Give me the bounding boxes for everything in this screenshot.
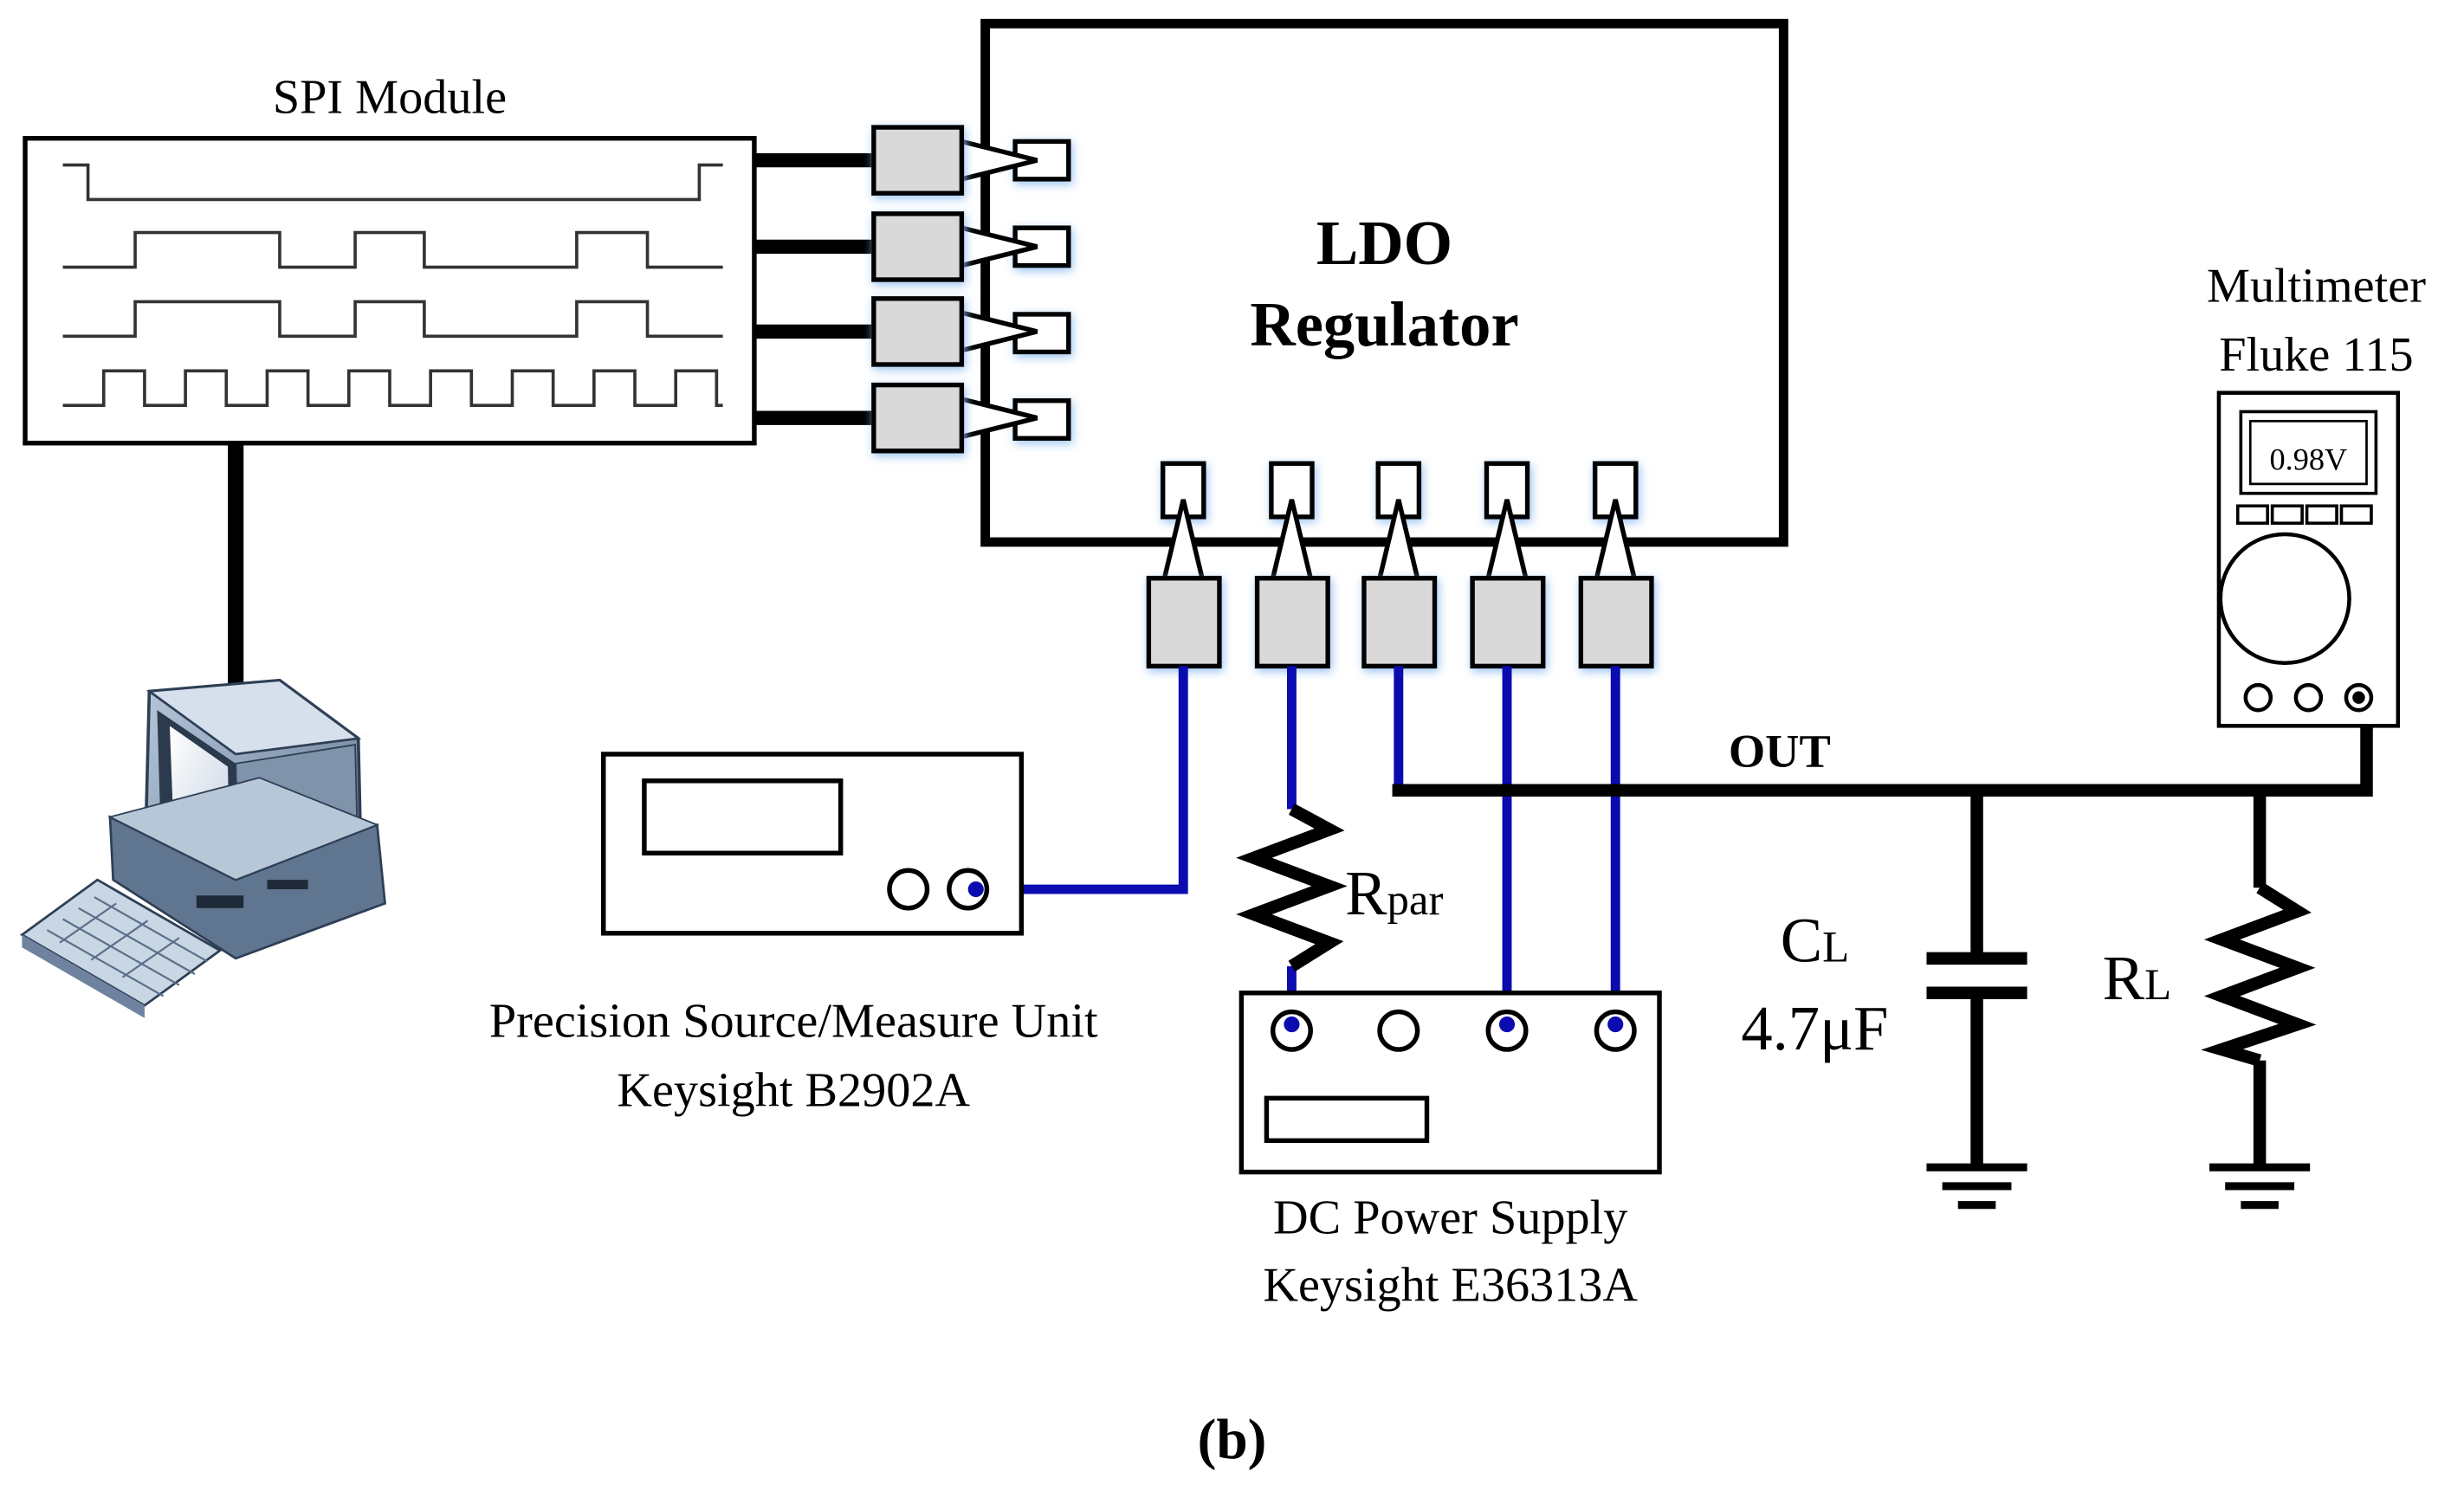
psu-display (1264, 1095, 1430, 1144)
spi-module-title: SPI Module (273, 71, 507, 125)
cs-waveform (62, 163, 723, 202)
smu-display (642, 778, 844, 856)
resistor-rpar (1236, 804, 1348, 972)
psu-label-line1: DC Power Supply (1273, 1191, 1627, 1244)
out-label: OUT (1729, 724, 1831, 777)
cl-label: CL (1781, 905, 1849, 975)
spi-bus-lines (753, 152, 874, 425)
cl-value: 4.7μF (1741, 993, 1888, 1063)
multimeter-label-line2: Fluke 115 (2219, 328, 2413, 382)
ground-symbols (1926, 1163, 2311, 1210)
blue-wires (975, 666, 1620, 1031)
regulator-label: Regulator (1250, 289, 1518, 359)
miso-waveform (62, 300, 723, 339)
rl-label: RL (2103, 943, 2171, 1013)
computer-icon (19, 678, 386, 1018)
psu-terminal-2 (1377, 1009, 1420, 1052)
ldo-label: LDO (1316, 208, 1452, 278)
smu-terminal-1 (887, 868, 930, 911)
capacitor-cl (1926, 952, 2027, 1000)
ldo-regulator-box (980, 18, 1788, 547)
smu-label-line1: Precision Source/Measure Unit (489, 995, 1098, 1049)
multimeter-reading: 0.98V (2270, 442, 2348, 477)
mosi-waveform (62, 230, 723, 269)
figure-caption: (b) (1198, 1409, 1267, 1471)
ldo-bottom-pads (1160, 461, 1639, 520)
smu-terminal-2-plug (967, 881, 984, 898)
sclk-waveform (62, 369, 723, 407)
resistor-rl (2201, 882, 2317, 1067)
psu-label-line2: Keysight E36313A (1263, 1258, 1638, 1312)
spi-waveforms (62, 163, 723, 407)
smu-label-line2: Keysight B2902A (617, 1063, 970, 1117)
multimeter-buttons (2235, 504, 2373, 526)
multimeter-jack-1 (2243, 682, 2273, 713)
rpar-label: Rpar (1345, 858, 1443, 928)
multimeter-jack-2 (2293, 682, 2324, 713)
multimeter-label-line1: Multimeter (2207, 259, 2426, 313)
spi-connectors (871, 125, 965, 454)
out-node-wiring (1392, 707, 2373, 1168)
multimeter-dial (2218, 532, 2351, 666)
bottom-connectors (1146, 576, 1654, 669)
smu-wire (975, 666, 1188, 894)
